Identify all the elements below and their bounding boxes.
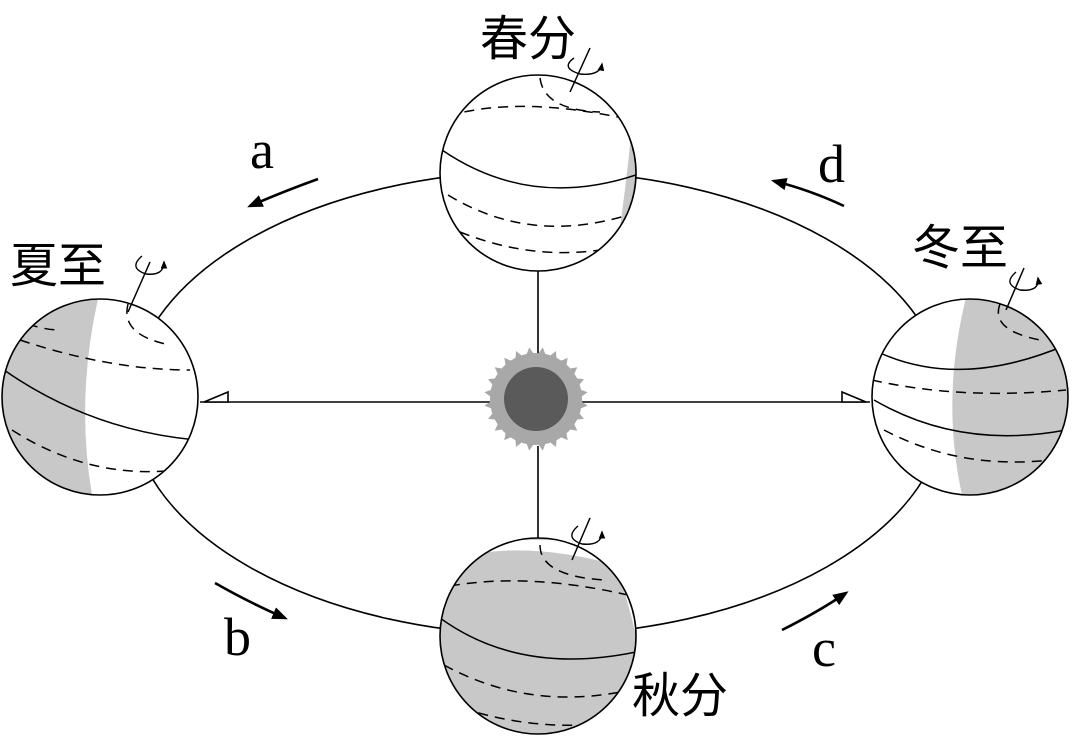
globe-autumn xyxy=(439,517,637,735)
label-summer: 夏至 xyxy=(10,238,106,294)
orbit-direction-arrow-icon xyxy=(781,591,849,632)
letter-b: b xyxy=(224,607,251,667)
letter-d: d xyxy=(818,134,845,194)
rotation-arrow-icon xyxy=(1009,271,1043,291)
globe-winter xyxy=(871,267,1069,496)
letter-c: c xyxy=(812,618,836,678)
orbit-direction-arrows xyxy=(214,177,849,632)
label-autumn: 秋分 xyxy=(632,668,728,724)
label-winter: 冬至 xyxy=(912,220,1008,276)
sun-icon xyxy=(484,347,588,451)
orbit-direction-arrow-icon xyxy=(214,581,288,620)
letter-a: a xyxy=(250,120,274,180)
label-spring: 春分 xyxy=(480,11,576,67)
rotation-arrow-icon xyxy=(567,57,605,75)
orbit-direction-arrow-icon xyxy=(247,177,319,208)
rotation-arrow-icon xyxy=(571,525,606,545)
globe-spring xyxy=(439,47,637,272)
rotation-arrow-icon xyxy=(135,255,168,275)
globe-summer xyxy=(1,255,199,496)
orbit-direction-arrow-icon xyxy=(770,177,845,208)
